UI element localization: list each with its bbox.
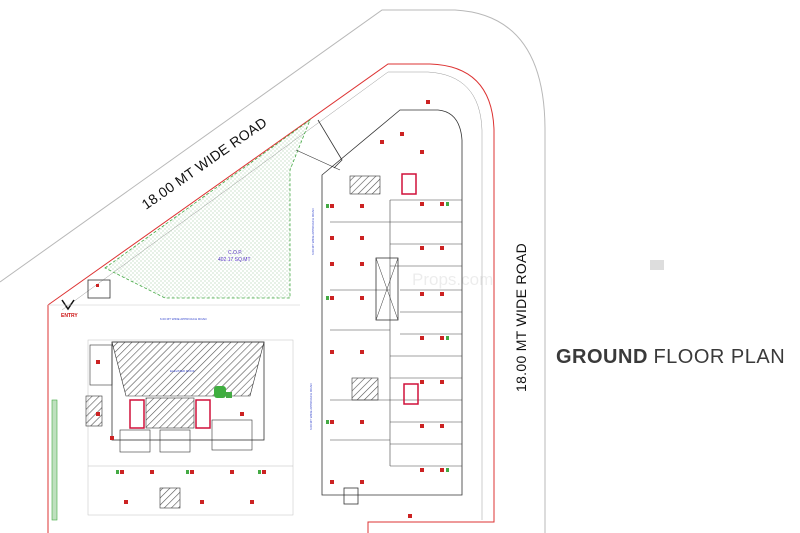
greenery-markers (116, 202, 449, 474)
cop-name: C.O.P. (228, 250, 242, 256)
vertical-road-label: 18.00 MT WIDE ROAD (513, 243, 529, 392)
shop-box-1 (119, 429, 151, 453)
entry-arrow-icon (61, 299, 75, 311)
plan-title-bold: GROUND (556, 346, 648, 368)
security-cabin (87, 279, 111, 299)
central-atrium (375, 257, 399, 321)
shop-grid (330, 199, 462, 467)
lift-right-top (401, 173, 417, 195)
lift-left-2 (195, 399, 211, 429)
inner-boundary (61, 71, 483, 520)
greenery-strip-left (51, 399, 58, 521)
stair-right-lowest (343, 487, 359, 505)
cabin-column (96, 284, 99, 287)
watermark: Props.com (412, 270, 494, 289)
columns (96, 100, 444, 518)
lift-right-bottom (403, 383, 419, 405)
shop-box-3 (211, 419, 253, 451)
stair-left (145, 397, 195, 429)
room-left (89, 344, 113, 386)
lift-left-1 (129, 399, 145, 429)
top-ramp (317, 119, 343, 169)
approach-road-vertical-left-label: 6.00 MT WIDE APPROACH ROAD (309, 383, 313, 430)
left-building (87, 339, 294, 516)
shop-box-2 (159, 429, 191, 453)
right-wing-outline (321, 109, 463, 496)
plot-boundary (47, 63, 495, 533)
cop-area (104, 118, 311, 299)
landscape-right (650, 260, 664, 270)
approach-road-top-label: 6.00 MT WIDE APPROACH ROAD (160, 317, 207, 321)
cop-area-value: 402.17 SQ.MT (218, 257, 251, 263)
entry-label: ENTRY (61, 313, 78, 319)
stair-far-left (85, 395, 103, 427)
approach-road-vertical-right-label: 6.00 MT WIDE APPROACH ROAD (311, 208, 315, 255)
roof-label: ELEVATED ROOF (170, 369, 195, 373)
road-edge-outer (0, 9, 546, 533)
stair-bottom-left (159, 487, 181, 509)
tree-cluster (214, 386, 226, 398)
plan-title-light: FLOOR PLAN (653, 346, 786, 368)
hatched-roof (111, 341, 265, 397)
stair-right-top (349, 175, 381, 195)
plan-title: GROUND FLOOR PLAN (556, 346, 785, 369)
stair-right-bottom (351, 377, 379, 401)
top-ramp-2 (295, 149, 341, 171)
